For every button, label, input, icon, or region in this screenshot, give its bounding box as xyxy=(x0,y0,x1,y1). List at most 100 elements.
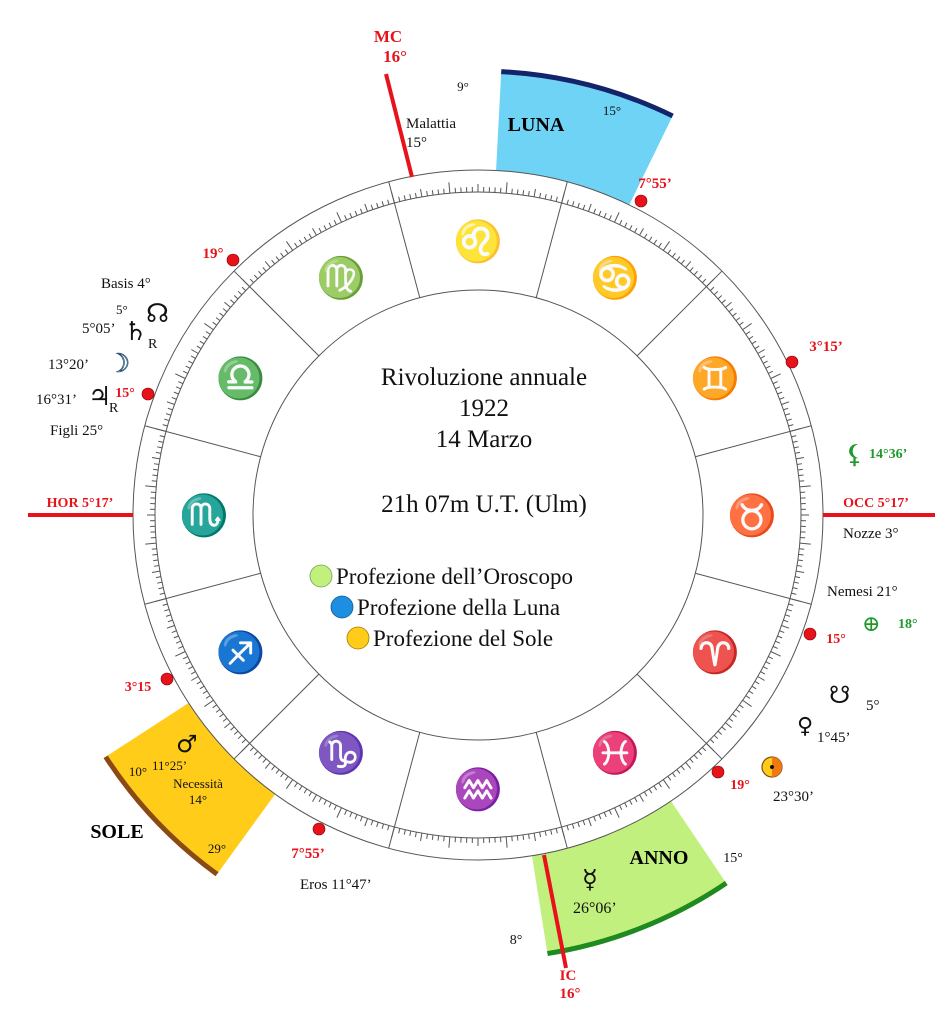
degree-tick xyxy=(697,274,703,280)
north-node-degree: 5° xyxy=(116,302,128,317)
sign-dividers xyxy=(144,181,812,849)
degree-tick xyxy=(249,746,254,752)
degree-tick xyxy=(145,485,157,488)
degree-tick xyxy=(779,396,785,400)
eros-label: Eros 11°47’ xyxy=(300,877,372,893)
degree-tick xyxy=(777,391,783,395)
degree-tick xyxy=(233,730,239,735)
degree-tick xyxy=(349,212,353,218)
degree-tick xyxy=(634,797,638,803)
degree-tick xyxy=(284,249,289,254)
fortuna-icon: ⊕ xyxy=(862,611,880,636)
degree-tick xyxy=(745,695,751,699)
degree-tick xyxy=(199,685,205,690)
degree-tick xyxy=(323,799,327,805)
degree-tick xyxy=(171,396,177,400)
legend-swatch-sole xyxy=(346,626,370,650)
anno-profection-arc xyxy=(547,881,728,957)
jupiter-degree: 16°31’ xyxy=(36,392,77,408)
chart-time: 21h 07m U.T. (Ulm) xyxy=(381,491,587,518)
degree-tick xyxy=(237,290,243,296)
degree-tick xyxy=(153,559,159,562)
degree-tick xyxy=(205,695,211,699)
degree-tick xyxy=(680,765,685,771)
degree-tick xyxy=(717,295,723,300)
mercury-icon: ☿ xyxy=(582,865,598,895)
degree-tick xyxy=(426,190,428,197)
degree-tick xyxy=(286,241,294,251)
degree-tick xyxy=(166,401,175,405)
degree-tick xyxy=(754,345,760,350)
sign-divider xyxy=(535,732,568,849)
degree-tick xyxy=(387,199,390,205)
degree-tick xyxy=(318,227,322,233)
degree-tick xyxy=(164,418,170,422)
degree-tick xyxy=(717,730,723,735)
cusp-label: 19° xyxy=(203,246,224,262)
occ-label: OCC 5°17’ xyxy=(843,496,909,511)
degree-tick xyxy=(775,386,781,390)
degree-tick xyxy=(786,608,792,612)
luna-start: 9° xyxy=(457,79,469,94)
legend-item: Profezione della Luna xyxy=(330,595,560,620)
degree-tick xyxy=(318,797,322,803)
degree-tick xyxy=(185,661,191,665)
legend-label: Profezione dell’Oroscopo xyxy=(336,564,573,589)
degree-tick xyxy=(222,717,228,722)
luna-end: 15° xyxy=(603,103,621,118)
degree-tick xyxy=(742,699,752,707)
degree-tick xyxy=(748,335,754,340)
legend-swatch-oroscopo xyxy=(309,564,333,588)
sign-divider xyxy=(233,673,320,760)
degree-tick xyxy=(799,548,805,550)
degree-tick xyxy=(328,222,332,228)
degree-tick xyxy=(182,370,188,374)
degree-tick xyxy=(781,401,790,405)
saturn-degree: 5°05’ xyxy=(82,321,116,337)
cusp-dot xyxy=(141,387,155,401)
degree-tick xyxy=(224,722,231,729)
degree-tick xyxy=(745,331,751,335)
sole-profection-arc xyxy=(103,755,219,877)
degree-tick xyxy=(230,299,235,304)
degree-tick xyxy=(799,542,811,545)
degree-tick xyxy=(742,323,752,331)
libra-glyph: ♎ xyxy=(216,355,266,401)
degree-tick xyxy=(603,812,607,818)
degree-tick xyxy=(157,581,163,584)
degree-tick xyxy=(533,188,536,197)
degree-tick xyxy=(359,816,363,822)
jupiter-icon: ♃ xyxy=(88,382,111,412)
degree-tick xyxy=(667,249,672,254)
degree-tick xyxy=(639,228,644,236)
degree-tick xyxy=(772,645,778,649)
degree-tick xyxy=(215,317,221,322)
degree-tick xyxy=(522,190,525,196)
aries-glyph: ♈ xyxy=(690,629,740,675)
degree-tick xyxy=(262,267,267,272)
degree-tick xyxy=(757,676,765,681)
degree-tick xyxy=(364,818,368,827)
degree-tick xyxy=(783,407,789,411)
anno-label: ANNO xyxy=(630,847,689,869)
degree-tick xyxy=(577,822,580,828)
degree-tick xyxy=(676,769,681,774)
angle-lines xyxy=(28,73,935,969)
degree-tick xyxy=(788,424,794,427)
degree-tick xyxy=(693,754,698,760)
degree-tick xyxy=(333,805,337,811)
degree-tick xyxy=(264,261,271,268)
degree-tick xyxy=(280,252,285,258)
degree-tick xyxy=(167,407,173,411)
degree-tick xyxy=(431,190,434,196)
degree-tick xyxy=(796,565,803,567)
degree-tick xyxy=(370,204,374,210)
degree-tick xyxy=(241,286,247,291)
degree-tick xyxy=(762,666,768,670)
degree-tick xyxy=(662,241,670,251)
cusp-dot xyxy=(803,627,817,641)
degree-tick xyxy=(409,194,412,200)
sun-icon xyxy=(761,756,783,778)
degree-tick xyxy=(629,225,633,231)
degree-tick xyxy=(205,331,211,335)
